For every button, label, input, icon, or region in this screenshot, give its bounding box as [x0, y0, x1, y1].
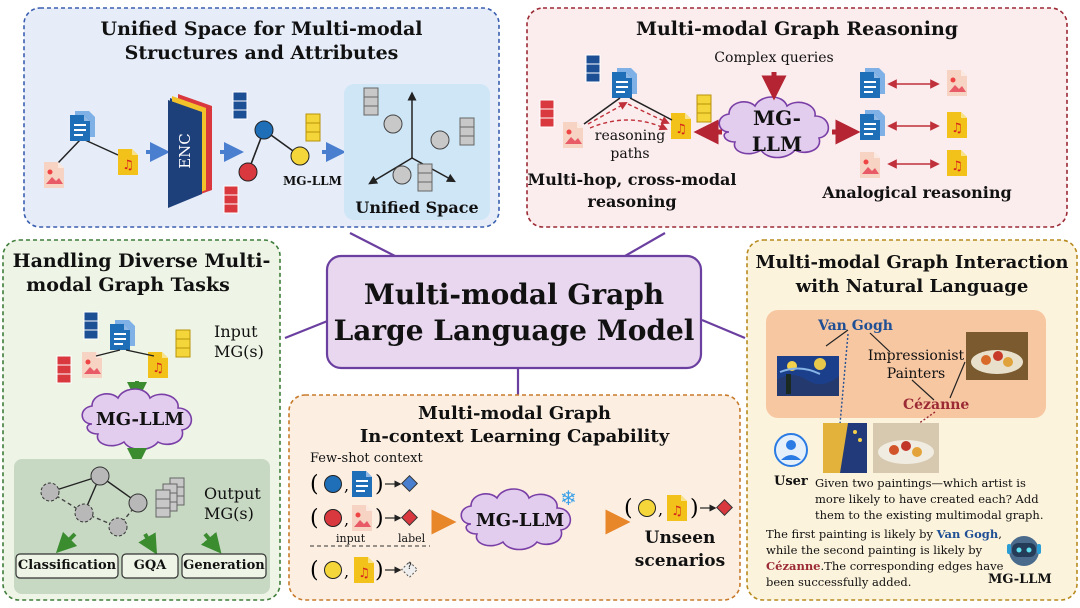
icl-graphics: ( , ) ( , ) ( , ) ( , ): [310, 471, 733, 583]
svg-text:): ): [375, 472, 384, 497]
svg-text:,: ,: [344, 562, 349, 581]
answer-line-4: been successfully added.: [766, 575, 912, 589]
answer-line-2: while the second painting is likely by: [766, 543, 983, 557]
enc-label: ENC: [176, 133, 194, 169]
classification-label[interactable]: Classification: [17, 558, 117, 573]
snowflake-icon: ❄: [560, 486, 577, 510]
reasoning-paths-1: reasoning: [594, 128, 666, 144]
svg-text:): ): [375, 506, 384, 531]
tasks-graphics: [14, 311, 270, 594]
icl-label-label: label: [398, 532, 426, 545]
svg-text:(: (: [310, 558, 319, 583]
gqa-button: [121, 553, 179, 579]
cezanne-node: Cézanne: [903, 397, 970, 413]
classification-button: [15, 553, 119, 579]
tasks-title-2: modal Graph Tasks: [26, 274, 230, 296]
generation-label[interactable]: Generation: [183, 558, 265, 573]
interaction-graphics: [766, 310, 1046, 566]
icl-title-1: Multi-modal Graph: [417, 403, 612, 424]
tasks-title-1: Handling Diverse Multi-: [12, 250, 271, 272]
center-box: [325, 254, 703, 370]
svg-text:,: ,: [658, 500, 663, 519]
question-line-1: Given two paintings—which artist is: [815, 476, 1026, 490]
multihop-2: reasoning: [587, 192, 677, 211]
generation-button: [181, 553, 267, 579]
question-line-2: more likely to have created each? Add: [815, 492, 1039, 506]
question-line-3: them to the existing multimodal graph.: [815, 508, 1044, 522]
complex-queries: Complex queries: [714, 50, 834, 66]
starry-night-painting: [777, 356, 839, 396]
fewshot-label: Few-shot context: [310, 451, 423, 466]
impressionist-1: Impressionist: [867, 348, 965, 364]
question-mark: ?: [407, 562, 412, 572]
connectors: [284, 232, 746, 395]
reasoning-graphics: [539, 54, 967, 178]
input-label-1: Input: [214, 322, 258, 341]
unified-title-1: Unified Space for Multi-modal: [100, 18, 423, 40]
analogical-label: Analogical reasoning: [822, 183, 1012, 202]
interaction-title-2: with Natural Language: [795, 276, 1029, 297]
reasoning-llm-2: LLM: [751, 132, 803, 156]
audio-icon: [118, 149, 138, 175]
gqa-label[interactable]: GQA: [133, 558, 167, 573]
icl-input-label: input: [336, 532, 366, 545]
unified-space-box: [344, 84, 490, 220]
svg-text:,: ,: [344, 510, 349, 529]
svg-text:): ): [690, 496, 699, 521]
unseen-2: scenarios: [634, 551, 726, 571]
van-gogh-node: Van Gogh: [818, 318, 893, 334]
unified-mgllm: MG-LLM: [283, 174, 342, 188]
reasoning-title: Multi-modal Graph Reasoning: [635, 18, 959, 40]
user-avatar: [774, 433, 808, 467]
unified-title-2: Structures and Attributes: [124, 42, 399, 64]
icl-mgllm: MG-LLM: [475, 510, 565, 531]
bot-label: MG-LLM: [988, 572, 1052, 587]
output-label-2: MG(s): [204, 504, 254, 523]
output-label-1: Output: [204, 484, 261, 503]
reasoning-paths-2: paths: [610, 146, 650, 162]
svg-text:): ): [375, 558, 384, 583]
document-icon: [70, 111, 95, 141]
interaction-title-1: Multi-modal Graph Interaction: [755, 252, 1069, 273]
center-title-line1: Multi-modal Graph: [363, 278, 665, 311]
unified-graphics: [44, 84, 490, 220]
still-life-painting: [966, 332, 1028, 380]
image-icon: [44, 162, 64, 188]
multihop-1: Multi-hop, cross-modal: [527, 170, 737, 189]
unseen-1: Unseen: [644, 528, 716, 548]
bot-avatar: [1007, 536, 1041, 566]
input-label-2: MG(s): [214, 342, 264, 361]
cafe-painting: [823, 423, 867, 473]
answer-line-1: The first painting is likely by Van Gogh…: [766, 527, 1002, 541]
user-label: User: [774, 474, 808, 489]
svg-text:(: (: [310, 506, 319, 531]
svg-text:(: (: [624, 496, 633, 521]
svg-text:,: ,: [344, 476, 349, 495]
center-title-line2: Large Language Model: [333, 314, 695, 347]
impressionist-2: Painters: [886, 366, 946, 382]
icl-title-2: In-context Learning Capability: [359, 426, 670, 447]
cezanne-painting: [873, 423, 939, 473]
tasks-mgllm: MG-LLM: [95, 409, 185, 430]
svg-text:(: (: [310, 472, 319, 497]
unified-space-label: Unified Space: [355, 198, 479, 217]
answer-line-3: Cézanne.The corresponding edges have: [766, 559, 1004, 573]
reasoning-llm-1: MG-: [753, 106, 801, 130]
